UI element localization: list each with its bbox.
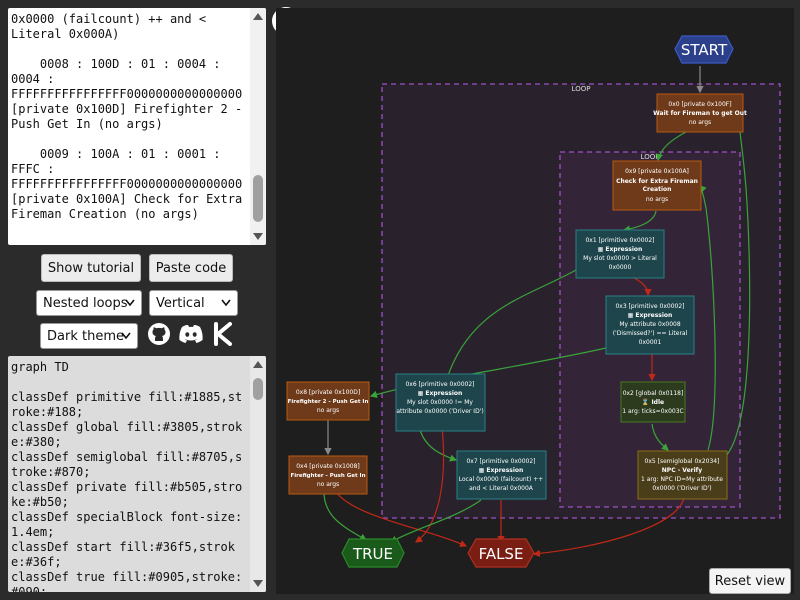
node-0x7-header: 0x7 [primitive 0x0002]	[466, 458, 535, 465]
node-0x8-header: 0x8 [private 0x100D]	[296, 389, 360, 396]
node-0x9[interactable]: 0x9 [private 0x100A] Check for Extra Fir…	[612, 160, 702, 211]
scroll-down-arrow-icon[interactable]	[253, 580, 263, 587]
show-tutorial-button[interactable]: Show tutorial	[41, 254, 141, 282]
node-0x7-line3: Local 0x0000 (failcount) ++	[459, 476, 544, 483]
chevron-down-icon	[121, 332, 131, 340]
reset-view-button[interactable]: Reset view	[709, 568, 791, 594]
edge-n2-n5	[651, 423, 669, 451]
node-0x7[interactable]: 0x7 [primitive 0x0002] ▦ Expression Loca…	[456, 450, 547, 500]
mermaid-textarea[interactable]: graph TD classDef primitive fill:#1885,s…	[8, 356, 266, 592]
node-0x7-title: ▦ Expression	[479, 467, 524, 474]
direction-select[interactable]: Vertical	[149, 290, 238, 316]
code-text: 0x0000 (failcount) ++ and < Literal 0x00…	[11, 12, 243, 221]
scroll-thumb[interactable]	[253, 378, 263, 400]
node-0x0-args: no args	[689, 119, 711, 126]
node-0x3-line4: ('Dismissed?') == Literal	[613, 330, 688, 337]
node-0x9-header: 0x9 [private 0x100A]	[625, 168, 689, 175]
true-node[interactable]: TRUE	[341, 538, 405, 568]
node-0x8-args: no args	[317, 407, 339, 414]
scroll-thumb[interactable]	[253, 175, 263, 222]
node-0x2-args: 1 arg: ticks=0x003C	[622, 408, 683, 415]
mermaid-text: graph TD classDef primitive fill:#1885,s…	[11, 360, 243, 592]
ko-fi-icon[interactable]	[212, 322, 234, 346]
chevron-down-icon	[125, 299, 135, 307]
node-0x4-title: Firefighter - Push Get In	[291, 473, 366, 479]
edge-n0-n9	[655, 131, 687, 162]
node-0x3-line3: My attribute 0x0008	[619, 321, 681, 328]
node-0x9-args: no args	[646, 196, 668, 203]
edge-n1-n3	[633, 277, 652, 297]
false-label: FALSE	[479, 545, 524, 563]
node-0x0-header: 0x0 [private 0x100F]	[668, 101, 731, 108]
node-0x5[interactable]: 0x5 [semiglobal 0x2034] NPC - Verify 1 a…	[637, 450, 728, 500]
start-node[interactable]: START	[674, 35, 734, 64]
node-0x1-title: ▦ Expression	[598, 246, 643, 253]
theme-select[interactable]: Dark theme	[40, 323, 138, 349]
edge-n7-true	[389, 499, 482, 543]
github-icon[interactable]	[147, 322, 171, 346]
node-0x7-line4: and < Literal 0x000A	[469, 485, 534, 492]
node-0x6-title: ▦ Expression	[418, 390, 463, 397]
node-0x3[interactable]: 0x3 [primitive 0x0002] ▦ Expression My a…	[605, 295, 695, 355]
node-0x6-line4: attribute 0x0000 ('Driver ID')	[396, 408, 483, 415]
node-0x1-line3: My slot 0x0000 > Literal	[583, 255, 657, 262]
code-scrollbar[interactable]	[250, 8, 266, 245]
node-0x3-header: 0x3 [primitive 0x0002]	[615, 303, 684, 310]
node-0x1-header: 0x1 [primitive 0x0002]	[585, 237, 654, 244]
node-0x2-header: 0x2 [global 0x0118]	[623, 390, 684, 397]
edge-n4-true	[323, 491, 368, 541]
node-0x4[interactable]: 0x4 [private 0x1008] Firefighter - Push …	[288, 455, 368, 495]
node-0x4-args: no args	[317, 481, 339, 488]
edge-n6-false	[415, 425, 445, 543]
scroll-up-arrow-icon[interactable]	[253, 13, 263, 20]
node-0x1[interactable]: 0x1 [primitive 0x0002] ▦ Expression My s…	[575, 229, 665, 279]
loop-outer-label: LOOP	[572, 85, 591, 93]
start-label: START	[681, 41, 728, 59]
edge-n5-false	[532, 497, 685, 558]
direction-value: Vertical	[156, 295, 205, 311]
node-0x6-line3: My slot 0x0000 != My	[407, 399, 473, 406]
node-0x6[interactable]: 0x6 [primitive 0x0002] ▦ Expression My s…	[395, 373, 486, 432]
node-0x8-title: Firefighter 2 - Push Get In	[288, 399, 369, 405]
node-0x0-title: Wait for Fireman to get Out	[653, 110, 747, 117]
scroll-down-arrow-icon[interactable]	[253, 233, 263, 240]
node-0x3-line5: 0x0001	[639, 339, 662, 346]
node-0x9-title: Check for Extra Fireman	[616, 178, 698, 185]
true-label: TRUE	[352, 545, 393, 563]
mermaid-scrollbar[interactable]	[250, 356, 266, 592]
false-node[interactable]: FALSE	[467, 538, 535, 568]
node-0x4-header: 0x4 [private 0x1008]	[296, 463, 360, 470]
paste-code-button[interactable]: Paste code	[149, 254, 233, 282]
loop-style-select[interactable]: Nested loops	[36, 290, 142, 316]
node-0x5-line3: 1 arg: NPC ID=My attribute	[641, 476, 723, 483]
node-0x1-line4: 0x0000	[609, 264, 632, 271]
edge-n1-n6	[442, 269, 577, 390]
node-0x6-header: 0x6 [primitive 0x0002]	[405, 381, 474, 388]
loop-inner-label: LOOP	[641, 153, 660, 161]
loop-inner-box	[559, 151, 741, 508]
scroll-up-arrow-icon[interactable]	[253, 361, 263, 368]
edge-n6-n7	[419, 429, 458, 462]
node-0x2-title: ⌛ Idle	[642, 398, 664, 406]
theme-value: Dark theme	[47, 328, 124, 344]
graph-canvas[interactable]: LOOP LOOP START 0x0 [private 0x100F] Wai…	[276, 8, 794, 594]
chevron-down-icon	[221, 299, 231, 307]
discord-icon[interactable]	[178, 323, 204, 345]
node-0x5-header: 0x5 [semiglobal 0x2034]	[645, 458, 720, 465]
node-0x5-line4: 0x0000 ('Driver ID')	[652, 485, 711, 492]
loop-style-value: Nested loops	[43, 295, 128, 311]
code-textarea[interactable]: 0x0000 (failcount) ++ and < Literal 0x00…	[8, 8, 266, 245]
node-0x9-title-2: Creation	[643, 186, 672, 193]
node-0x0[interactable]: 0x0 [private 0x100F] Wait for Fireman to…	[653, 93, 747, 133]
node-0x5-title: NPC - Verify	[662, 467, 703, 474]
node-0x8[interactable]: 0x8 [private 0x100D] Firefighter 2 - Pus…	[286, 381, 370, 421]
node-0x2[interactable]: 0x2 [global 0x0118] ⌛ Idle 1 arg: ticks=…	[620, 381, 686, 423]
node-0x3-title: ▦ Expression	[628, 312, 673, 319]
edge-n4-false	[335, 491, 468, 547]
flowchart: LOOP LOOP START 0x0 [private 0x100F] Wai…	[286, 35, 781, 568]
edge-n9-n1	[622, 210, 657, 233]
